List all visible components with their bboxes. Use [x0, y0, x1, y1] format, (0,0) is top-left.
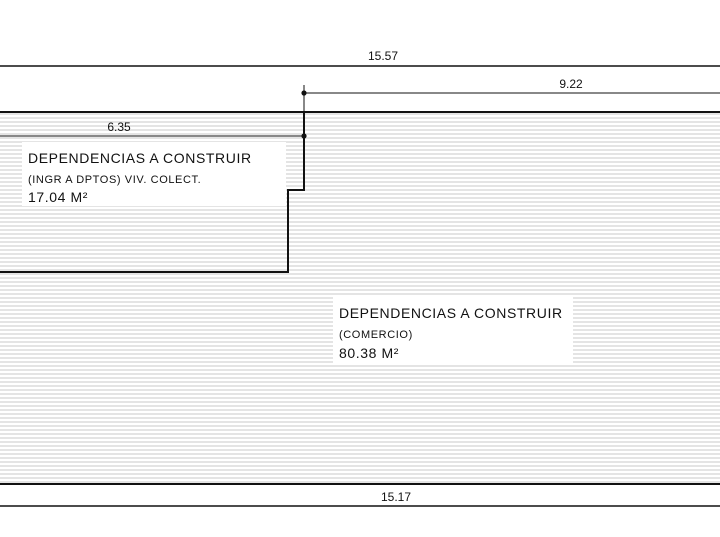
- lower-area-use: (COMERCIO): [339, 329, 413, 341]
- upper-left-dimension: 6.35: [107, 120, 131, 134]
- upper-area-title: DEPENDENCIAS A CONSTRUIR: [28, 150, 252, 166]
- upper-area-use: (INGR A DPTOS) VIV. COLECT.: [28, 174, 201, 186]
- upper-space-partition: [0, 112, 305, 273]
- bottom-overall-dimension: 15.17: [381, 490, 411, 504]
- lower-area-value: 80.38 M²: [339, 345, 399, 361]
- top-overall-dimension: 15.57: [368, 49, 398, 63]
- top-right-dimension: 9.22: [559, 77, 583, 91]
- upper-area-value: 17.04 M²: [28, 189, 88, 205]
- lower-label-background: [333, 297, 573, 365]
- lower-area-title: DEPENDENCIAS A CONSTRUIR: [339, 305, 563, 321]
- upper-label-background: [22, 142, 286, 206]
